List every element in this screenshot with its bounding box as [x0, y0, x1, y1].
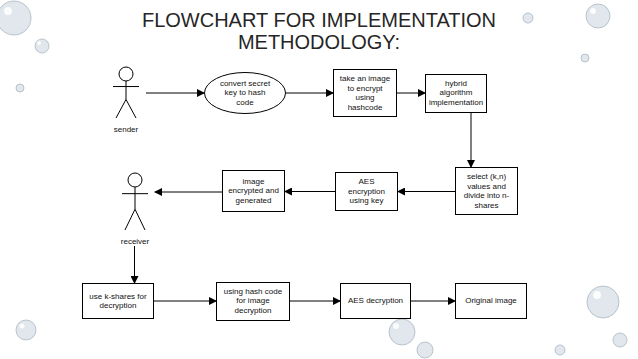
- flow-arrow: [146, 93, 204, 94]
- process-box: hybrid algorithm implementation: [425, 74, 487, 113]
- flow-arrow: [290, 301, 340, 302]
- actor-label: receiver: [105, 237, 165, 247]
- flow-arrow: [398, 191, 455, 192]
- box-label: convert secret key to hash code: [215, 79, 275, 108]
- box-label: image encrypted and generated: [227, 177, 280, 206]
- flow-arrow: [411, 301, 455, 302]
- flow-arrow: [285, 191, 335, 192]
- flow-arrow: [134, 246, 135, 283]
- flow-arrow: [397, 93, 425, 94]
- process-ellipse: convert secret key to hash code: [204, 72, 286, 114]
- process-box: image encrypted and generated: [222, 170, 285, 212]
- process-box: Original image: [455, 283, 527, 319]
- sender-actor: sender: [106, 66, 146, 134]
- receiver-actor: receiver: [115, 172, 155, 246]
- flow-arrow: [471, 113, 472, 168]
- process-box: use k-shares for decryption: [82, 283, 154, 319]
- flow-arrow: [286, 93, 333, 94]
- process-box: using hash code for image decryption: [216, 282, 290, 321]
- stick-figure: [106, 66, 146, 120]
- flow-arrow: [155, 192, 222, 193]
- box-label: select (k,n) values and divide into n-sh…: [460, 172, 513, 210]
- box-label: AES encryption using key: [340, 177, 393, 206]
- box-label: take an image to encrypt using hashcode: [338, 74, 392, 112]
- box-label: AES decryption: [348, 296, 403, 306]
- box-label: Original image: [465, 296, 517, 306]
- actor-label: sender: [96, 125, 156, 135]
- box-label: using hash code for image decryption: [221, 287, 285, 316]
- box-label: use k-shares for decryption: [87, 292, 149, 311]
- process-box: AES encryption using key: [335, 172, 398, 211]
- flow-arrow: [154, 301, 216, 302]
- slide-title: FLOWCHART FOR IMPLEMENTATION METHODOLOGY…: [60, 9, 578, 53]
- process-box: select (k,n) values and divide into n-sh…: [455, 167, 518, 215]
- process-box: AES decryption: [340, 283, 411, 319]
- box-label: hybrid algorithm implementation: [429, 79, 483, 108]
- stick-figure: [115, 172, 155, 232]
- process-box: take an image to encrypt using hashcode: [333, 69, 397, 117]
